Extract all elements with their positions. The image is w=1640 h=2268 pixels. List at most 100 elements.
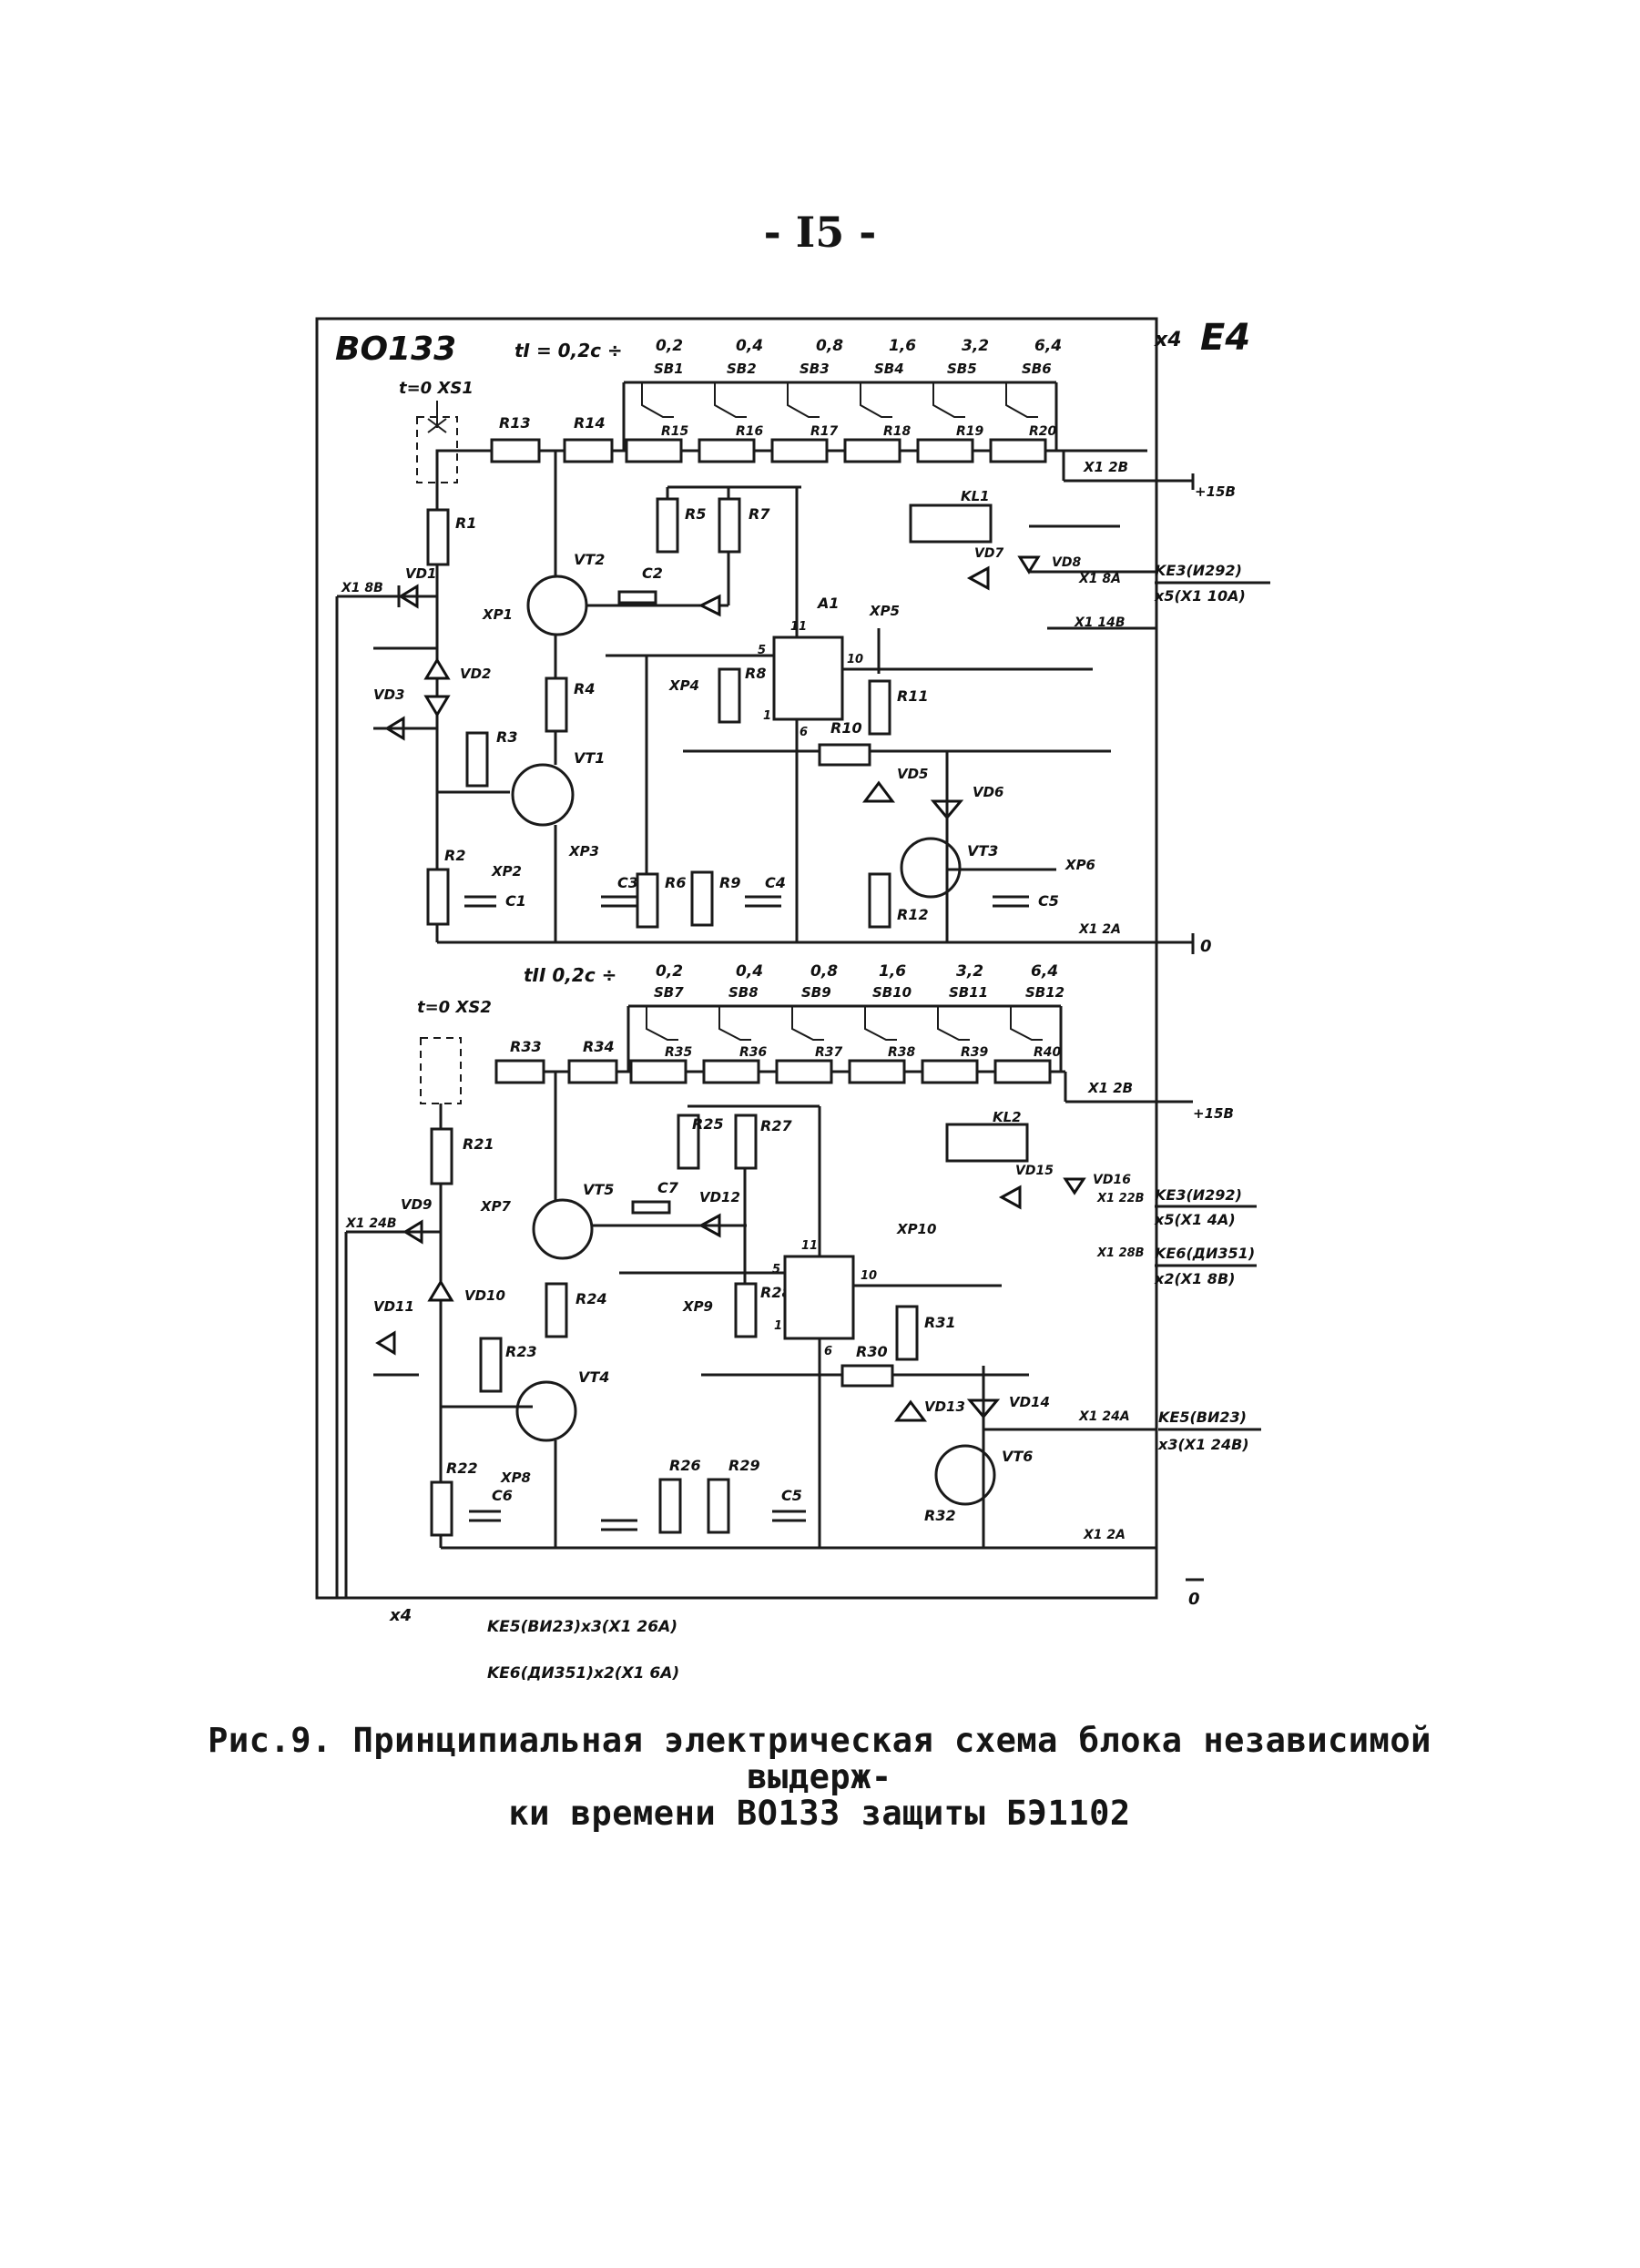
x4-bottom-label: х4: [389, 1606, 412, 1625]
r30-label: R30: [856, 1343, 888, 1360]
c2-capacitor: [617, 590, 657, 605]
vd16-label: VD16: [1093, 1173, 1131, 1187]
terminal-2a-bottom: X1 2A: [1083, 1528, 1126, 1542]
vd6-label: VD6: [973, 784, 1004, 800]
vd11-label: VD11: [373, 1298, 414, 1315]
r26-resistor: [658, 1478, 682, 1534]
vd11-diode: [375, 1330, 396, 1356]
vd3-label: VD3: [373, 687, 405, 703]
bot-sw-name-2: SB8: [728, 984, 759, 1001]
bot-bank-r-2: R36: [739, 1045, 768, 1060]
a2-pin-11: 11: [801, 1239, 818, 1253]
terminal-8a-top: X1 8A: [1078, 572, 1121, 586]
top-sw-name-5: SB5: [947, 361, 977, 377]
c7-label: C7: [657, 1179, 679, 1196]
xs2-connector: [420, 1037, 462, 1104]
bottom-switch-bank: [626, 1004, 1063, 1084]
vd16-diode: [1063, 1177, 1086, 1195]
c2-label: C2: [642, 564, 663, 582]
r34-resistor: [567, 1059, 618, 1084]
r7-label: R7: [749, 505, 770, 523]
r29-label: R29: [728, 1457, 760, 1474]
top-bank-r-6: R20: [1029, 424, 1057, 439]
bottom-note-1: KE5(ВИ23)х3(Х1 26А): [487, 1618, 677, 1636]
tx-label: tI = 0,2c ÷: [514, 340, 623, 361]
vt1-label: VT1: [574, 749, 605, 767]
r9-resistor: [690, 870, 714, 927]
r24-label: R24: [576, 1290, 607, 1307]
a1-label: A1: [816, 595, 840, 612]
r26-label: R26: [669, 1457, 701, 1474]
xp2-label: XP2: [491, 863, 522, 880]
r31-label: R31: [924, 1314, 956, 1331]
ty-label: tII 0,2c ÷: [524, 964, 616, 986]
r10-resistor: [818, 743, 871, 767]
r8-label: R8: [745, 665, 766, 682]
r21-resistor: [430, 1127, 453, 1185]
r25-resistor: [677, 1114, 700, 1170]
r23-label: R23: [505, 1343, 537, 1360]
r22-resistor: [430, 1480, 453, 1537]
vt3-label: VT3: [967, 842, 998, 859]
top-bank-r-5: R19: [956, 424, 984, 439]
xp8-label: XP8: [500, 1470, 531, 1486]
top-sw-val-3: 0,8: [816, 337, 843, 355]
r5-label: R5: [685, 505, 706, 523]
r32-label: R32: [924, 1507, 956, 1524]
xp9-label: XP9: [682, 1298, 713, 1315]
xp4-label: XP4: [668, 677, 699, 694]
vt6-label: VT6: [1002, 1448, 1033, 1465]
supply-top: +15B: [1195, 483, 1236, 500]
vt6-transistor: [934, 1444, 996, 1506]
top-switch-bank: [622, 381, 1058, 463]
r2-resistor: [426, 868, 450, 926]
c7-capacitor: [631, 1200, 671, 1215]
vt5-transistor: [532, 1198, 594, 1260]
terminal-22b-bottom: X1 22B: [1096, 1192, 1145, 1205]
bot-sw-name-4: SB10: [872, 984, 912, 1001]
c5-bottom-label: C5: [781, 1487, 802, 1504]
supply-bottom: +15B: [1193, 1105, 1234, 1122]
ke3-bottom: KE3(И292): [1155, 1186, 1242, 1204]
r23-resistor: [479, 1337, 503, 1393]
top-timer-section: tI = 0,2c ÷ t=0 XS1 R13 R14 X1 2B +15B: [335, 337, 1270, 1598]
page-number: - I5 -: [763, 208, 877, 257]
r34-label: R34: [583, 1038, 615, 1055]
bot-sw-name-3: SB9: [801, 984, 831, 1001]
bot-sw-val-4: 1,6: [879, 962, 906, 981]
r13-label: R13: [499, 414, 531, 432]
r27-label: R27: [760, 1117, 792, 1134]
a1-pin-11: 11: [790, 620, 807, 634]
bottom-timer-section: tII 0,2c ÷ t=0 XS2 R33 R34 X1 2B +15B: [344, 962, 1261, 1609]
bot-sw-name-1: SB7: [654, 984, 684, 1001]
r12-label: R12: [897, 906, 929, 923]
x3-bottom: х3(Х1 24В): [1157, 1436, 1249, 1453]
r5-resistor: [656, 497, 679, 554]
vt5-label: VT5: [583, 1181, 614, 1198]
vd7-label: VD7: [974, 546, 1003, 561]
a2-pin-10: 10: [861, 1269, 877, 1283]
top-sw-val-2: 0,4: [736, 337, 763, 355]
bot-sw-val-1: 0,2: [656, 962, 683, 981]
bottom-note-2: KE6(ДИ351)х2(Х1 6А): [487, 1664, 679, 1683]
r14-resistor: [563, 438, 614, 463]
block-name: ВО133: [335, 331, 456, 368]
xs1-connector-label: t=0 XS1: [399, 379, 474, 398]
a1-pin-6: 6: [800, 726, 808, 739]
figure-caption: Рис.9. Принципиальная электрическая схем…: [168, 1723, 1471, 1832]
r25-label: R25: [692, 1115, 724, 1133]
xp10-label: XP10: [896, 1221, 936, 1237]
r8-resistor: [718, 667, 741, 724]
x4-top-label: х4: [1154, 329, 1182, 351]
r28-resistor: [734, 1282, 758, 1338]
vt2-label: VT2: [574, 551, 605, 568]
kl1-label: KL1: [961, 488, 990, 504]
vd15-diode: [998, 1185, 1022, 1210]
a2-pin-1: 1: [774, 1319, 782, 1333]
c6-label: C6: [492, 1487, 513, 1504]
r1-label: R1: [455, 514, 476, 532]
vd8-label: VD8: [1052, 555, 1081, 570]
xp7-label: XP7: [480, 1198, 512, 1215]
bot-bank-r-5: R39: [961, 1045, 989, 1060]
